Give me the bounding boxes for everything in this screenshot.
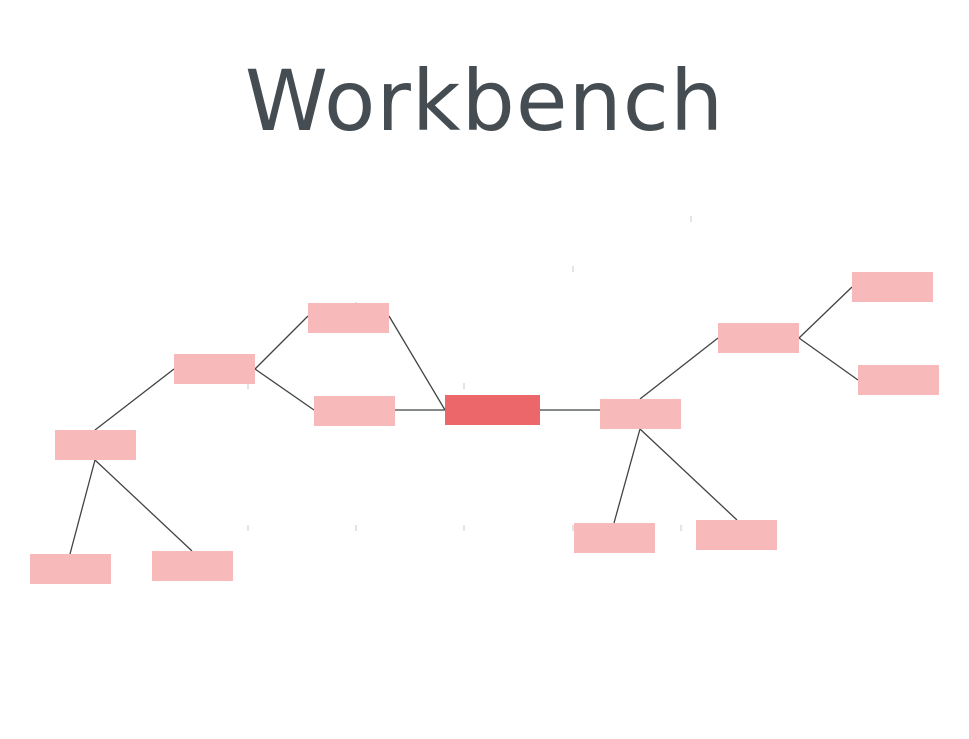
- node-right-bottom-a[interactable]: [574, 523, 655, 553]
- edge-node-right-mid-to-node-right-bottom-a: [613, 428, 641, 524]
- node-left-outer[interactable]: [55, 430, 136, 460]
- node-left-mid[interactable]: [314, 396, 395, 426]
- tick-mark: [690, 216, 692, 222]
- tick-mark: [572, 525, 574, 531]
- tick-mark: [680, 525, 682, 531]
- tick-mark: [247, 383, 249, 389]
- edge-node-left-upper-to-node-left-outer: [94, 368, 175, 431]
- edge-node-left-mid-to-node-left-upper: [254, 368, 315, 411]
- edge-node-right-upper-to-node-right-top-a: [798, 286, 853, 339]
- node-left-upper[interactable]: [174, 354, 255, 384]
- node-left-bottom-a[interactable]: [30, 554, 111, 584]
- page-title: Workbench: [244, 52, 725, 150]
- edge-node-left-outer-to-node-left-bottom-b: [94, 459, 193, 552]
- edge-node-right-upper-to-node-right-top-b: [798, 337, 859, 381]
- tick-mark: [355, 525, 357, 531]
- tick-mark: [572, 266, 574, 272]
- node-right-top-a[interactable]: [852, 272, 933, 302]
- edge-node-right-mid-to-node-right-upper: [639, 337, 719, 400]
- diagram-nodes: [30, 272, 939, 584]
- node-left-bottom-b[interactable]: [152, 551, 233, 581]
- center-node[interactable]: [445, 395, 540, 425]
- tick-mark: [463, 525, 465, 531]
- tick-mark: [463, 383, 465, 389]
- node-right-top-b[interactable]: [858, 365, 939, 395]
- node-right-bottom-b[interactable]: [696, 520, 777, 550]
- diagram-edges: [69, 286, 859, 555]
- node-right-mid[interactable]: [600, 399, 681, 429]
- node-left-top[interactable]: [308, 303, 389, 333]
- tick-mark: [247, 525, 249, 531]
- node-right-upper[interactable]: [718, 323, 799, 353]
- edge-center-node-to-node-left-top: [388, 315, 446, 411]
- edge-node-left-top-to-node-left-upper: [254, 315, 309, 370]
- edge-node-right-mid-to-node-right-bottom-b: [639, 428, 738, 521]
- edge-node-left-outer-to-node-left-bottom-a: [69, 459, 96, 555]
